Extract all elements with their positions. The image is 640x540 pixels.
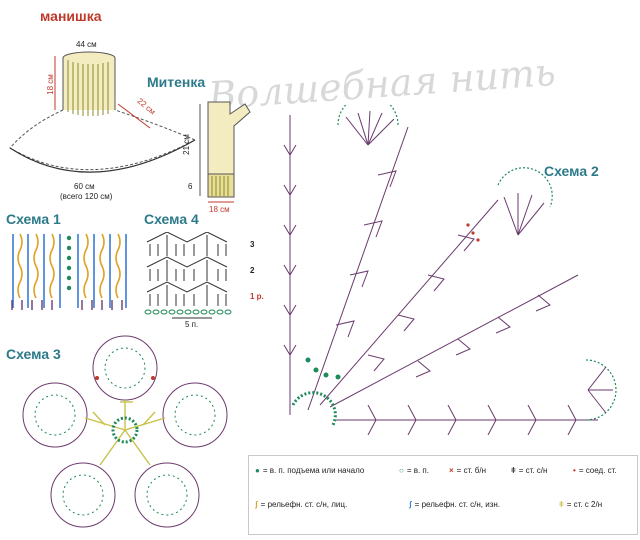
cross-icon: × — [449, 466, 454, 475]
scheme4-repeat: 5 п. — [185, 320, 199, 329]
legend-item-slip: •= соед. ст. — [573, 466, 617, 475]
scheme1-chart — [11, 233, 127, 310]
scheme1-title: Схема 1 — [6, 211, 61, 227]
relief-back-icon: ʃ — [409, 500, 412, 509]
legend-label: = рельефн. ст. с/н, изн. — [414, 500, 501, 509]
relief-front-icon: ʃ — [255, 500, 258, 509]
legend-item-dc: ǂ= ст. с/н — [511, 466, 547, 475]
scheme4-title: Схема 4 — [144, 211, 199, 227]
manishka-title: манишка — [40, 8, 102, 24]
scheme4-row-1: 1 р. — [250, 292, 264, 301]
manishka-bottom: 60 см — [74, 182, 95, 191]
legend-label: = ст. с 2/н — [566, 500, 603, 509]
manishka-top-width: 44 см — [76, 40, 97, 49]
legend-label: = рельефн. ст. с/н, лиц. — [260, 500, 348, 509]
legend-label: = соед. ст. — [578, 466, 617, 475]
scheme3-title: Схема 3 — [6, 346, 61, 362]
legend-item-chain: ○= в. п. — [399, 466, 429, 475]
legend-label: = ст. б/н — [456, 466, 487, 475]
tr-icon: ǂ — [559, 500, 564, 509]
legend-item-relief-back: ʃ= рельефн. ст. с/н, изн. — [409, 500, 500, 509]
red-dot-icon: • — [573, 466, 576, 475]
scheme4-row-2: 2 — [250, 266, 255, 275]
manishka-height: 18 см — [45, 74, 55, 95]
mitenka-cuff: 6 — [188, 182, 193, 191]
legend-item-tr: ǂ= ст. с 2/н — [559, 500, 602, 509]
mitenka-title: Митенка — [147, 74, 206, 90]
legend-item-chain-start: ●= в. п. подъема или начало — [255, 466, 364, 475]
manishka-sketch — [9, 51, 197, 173]
legend-box: ●= в. п. подъема или начало ○= в. п. ×= … — [248, 455, 638, 535]
green-dot-icon: ● — [255, 466, 260, 475]
scheme2-fan — [283, 105, 617, 436]
legend-label: = ст. с/н — [518, 466, 548, 475]
manishka-bottom-total: (всего 120 см) — [60, 192, 113, 201]
mitenka-sketch — [199, 101, 251, 203]
scheme4-row-3: 3 — [250, 240, 255, 249]
scheme3-motif — [22, 335, 228, 528]
legend-item-relief-front: ʃ= рельефн. ст. с/н, лиц. — [255, 500, 347, 509]
mitenka-height: 21 см — [181, 134, 191, 155]
legend-item-sc: ×= ст. б/н — [449, 466, 486, 475]
scheme2-title: Схема 2 — [544, 163, 599, 179]
scheme4-chart — [144, 232, 232, 319]
legend-label: = в. п. — [406, 466, 429, 475]
chain-oval-icon: ○ — [399, 466, 404, 475]
mitenka-width: 18 см — [209, 205, 230, 214]
legend-label: = в. п. подъема или начало — [262, 466, 365, 475]
dc-icon: ǂ — [511, 466, 516, 475]
